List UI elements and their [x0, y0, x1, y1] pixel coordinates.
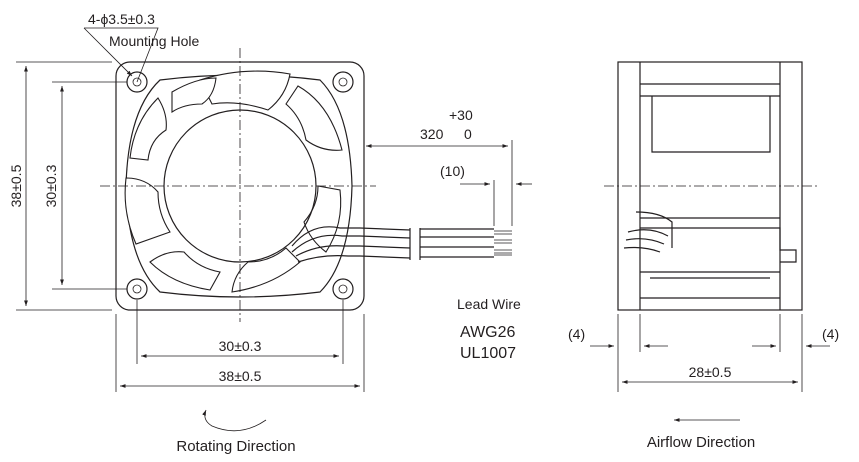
side-wire-exit: [623, 211, 673, 253]
airflow-direction-label: Airflow Direction: [647, 434, 755, 451]
dim-depth: 28±0.5: [689, 364, 732, 380]
wire-tolerance-upper: +30: [449, 107, 473, 123]
wire-tolerance-lower: 0: [464, 126, 472, 142]
fan-blades: [124, 70, 343, 293]
dim-height-outer: 38±0.5: [8, 164, 24, 207]
dim-width-pitch: 30±0.3: [219, 338, 262, 354]
side-view: (4) (4) 28±0.5 Airflow Direction: [568, 61, 839, 451]
wire-bundle: [291, 226, 512, 263]
dim-guard-right: (4): [822, 326, 839, 342]
mounting-hole-top-right: [332, 71, 354, 93]
lead-wire-gauge: AWG26: [460, 324, 516, 341]
wire-length: 320: [420, 126, 444, 142]
mounting-hole-label: Mounting Hole: [109, 33, 199, 49]
dim-guard-left: (4): [568, 326, 585, 342]
lead-wire-standard: UL1007: [460, 345, 516, 362]
rotating-direction-label: Rotating Direction: [176, 438, 295, 455]
mounting-hole-bottom-left: [126, 278, 148, 300]
dim-height-pitch: 30±0.3: [43, 164, 59, 207]
mounting-hole-leader: [84, 27, 159, 83]
rotating-direction-arrow: [202, 409, 267, 432]
lead-wire-section: +30 320 0 (10) Lead Wire AWG26 UL1007: [366, 107, 532, 362]
mounting-hole-spec: 4-ϕ3.5±0.3: [88, 11, 155, 27]
wire-strip-length: (10): [440, 163, 465, 179]
lead-wire-title: Lead Wire: [457, 296, 521, 312]
dim-width-outer: 38±0.5: [219, 368, 262, 384]
front-view: 4-ϕ3.5±0.3 Mounting Hole 38±0.5 30±0.3 3…: [8, 11, 512, 455]
mounting-hole-bottom-right: [332, 278, 354, 300]
